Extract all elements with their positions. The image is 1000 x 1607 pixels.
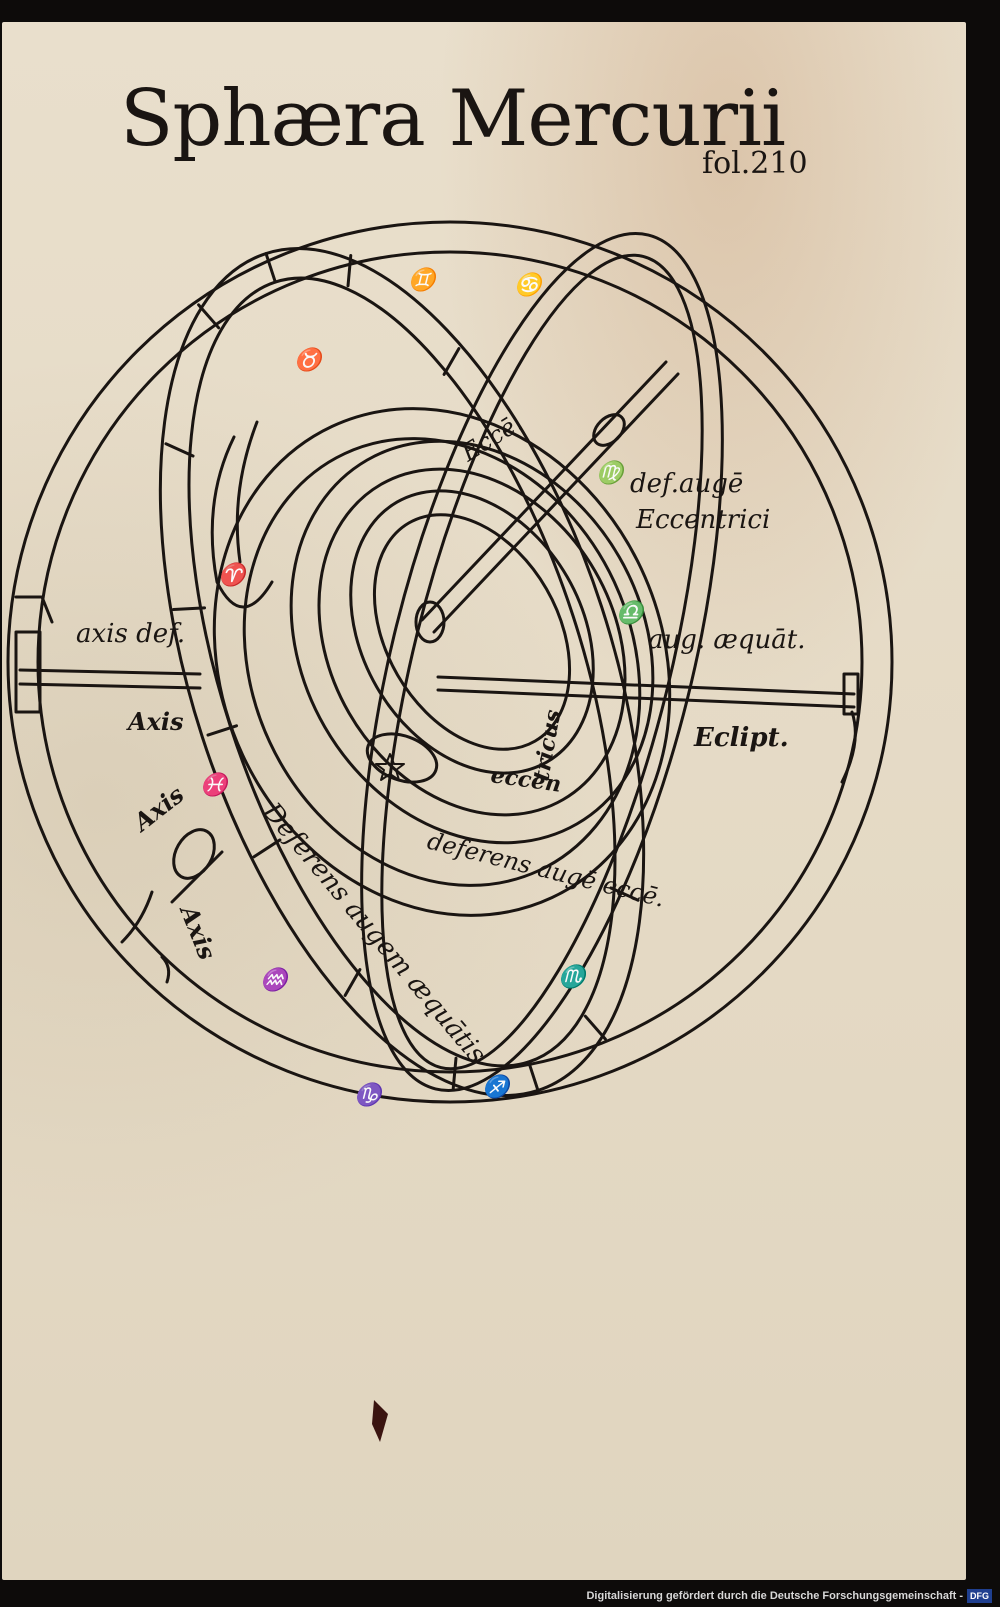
zodiac-sign-gemini: ♊ bbox=[408, 267, 440, 293]
eccentricus-ring bbox=[349, 489, 595, 775]
page-title: Sphæra Mercurii bbox=[120, 74, 786, 164]
label-aug-aequat: aug. æquāt. bbox=[648, 625, 805, 655]
zodiac-sign-aquarius: ♒ bbox=[260, 967, 292, 993]
deferens-auge-eccentrici-ring bbox=[289, 439, 655, 845]
book-page: Sphæra Mercurii fol.210 bbox=[2, 22, 966, 1580]
zodiac-sign-pisces: ♓ bbox=[200, 772, 232, 798]
zodiac-sign-scorpio: ♏ bbox=[558, 964, 590, 990]
outer-sphere-ring bbox=[6, 220, 894, 1104]
label-axis-2: Axis bbox=[126, 779, 190, 838]
deferens-augem-aequantis-ring bbox=[212, 407, 672, 917]
ink-blot bbox=[372, 1400, 388, 1442]
digitization-credit: Digitalisierung gefördert durch die Deut… bbox=[586, 1587, 992, 1605]
zodiac-sign-libra: ♎ bbox=[616, 600, 648, 626]
label-def-auge: def.augē bbox=[630, 469, 743, 499]
armillary-sphere-diagram: ♊ ♋ ♉ ♈ ♓ ♒ ♑ ♐ ♏ ♎ ♍ Eccē. def.augē E… bbox=[6, 220, 894, 1442]
aequant-axis bbox=[436, 675, 856, 696]
zodiac-sign-capricorn: ♑ bbox=[354, 1082, 386, 1108]
outer-sphere-ring-inner bbox=[36, 250, 864, 1074]
label-axis-1: Axis bbox=[126, 707, 184, 736]
dfg-logo: DFG bbox=[967, 1589, 992, 1603]
eccentric-axis bbox=[420, 360, 668, 622]
zodiac-sign-virgo: ♍ bbox=[596, 460, 628, 486]
left-axis-loop bbox=[210, 435, 274, 609]
zodiac-sign-taurus: ♉ bbox=[294, 347, 326, 373]
label-eccentrici: Eccentrici bbox=[635, 505, 770, 535]
deferent-axis bbox=[18, 668, 202, 676]
folio-number: fol.210 bbox=[702, 146, 808, 181]
planet-star-icon bbox=[375, 753, 405, 781]
zodiac-sign-aries: ♈ bbox=[218, 562, 250, 588]
label-axis-3: Axis bbox=[174, 900, 223, 965]
zodiac-sign-sagittarius: ♐ bbox=[482, 1074, 514, 1100]
epicycle bbox=[365, 732, 439, 784]
label-eclipt: Eclipt. bbox=[693, 723, 789, 753]
zodiac-sign-cancer: ♋ bbox=[514, 272, 546, 298]
label-axis-def: axis def. bbox=[76, 619, 185, 649]
credit-text: Digitalisierung gefördert durch die Deut… bbox=[586, 1590, 963, 1602]
